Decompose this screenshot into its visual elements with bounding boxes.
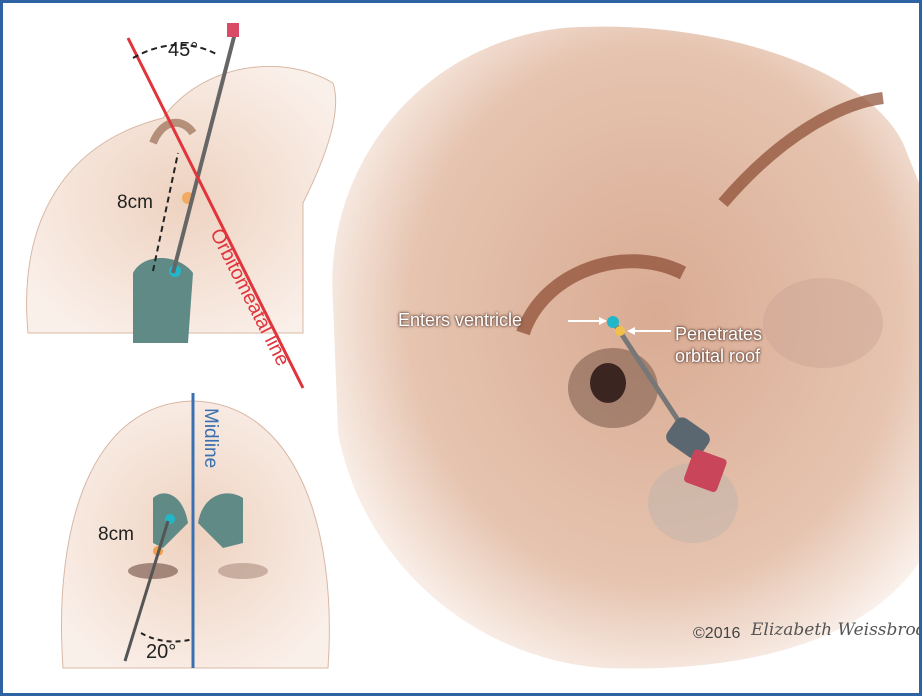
frontal-head-illustration — [61, 393, 330, 669]
lateral-head-illustration — [26, 23, 337, 389]
top-angle-label: 45° — [168, 39, 199, 61]
penetrates-line-1: Penetrates — [675, 324, 763, 344]
enters-ventricle-label: Enters ventricle — [398, 310, 523, 330]
bottom-distance-label: 8cm — [98, 524, 134, 545]
orbitomeatal-line — [126, 37, 305, 389]
illustration-canvas — [26, 23, 919, 669]
eyebrow — [516, 254, 687, 336]
penetrates-orbital-roof-label: Penetrates orbital roof — [675, 323, 762, 367]
ventricle-target — [607, 316, 619, 328]
bottom-angle-label: 20° — [146, 641, 177, 663]
midline-label: Midline — [200, 408, 221, 469]
penetrates-line-2: orbital roof — [675, 346, 761, 366]
artist-signature: Elizabeth Weissbrod — [751, 620, 922, 640]
main-face-illustration — [332, 26, 919, 669]
top-distance-label: 8cm — [117, 192, 153, 213]
needle-hub — [683, 449, 727, 492]
ventricle — [133, 258, 193, 343]
copyright: ©2016 — [693, 625, 741, 642]
